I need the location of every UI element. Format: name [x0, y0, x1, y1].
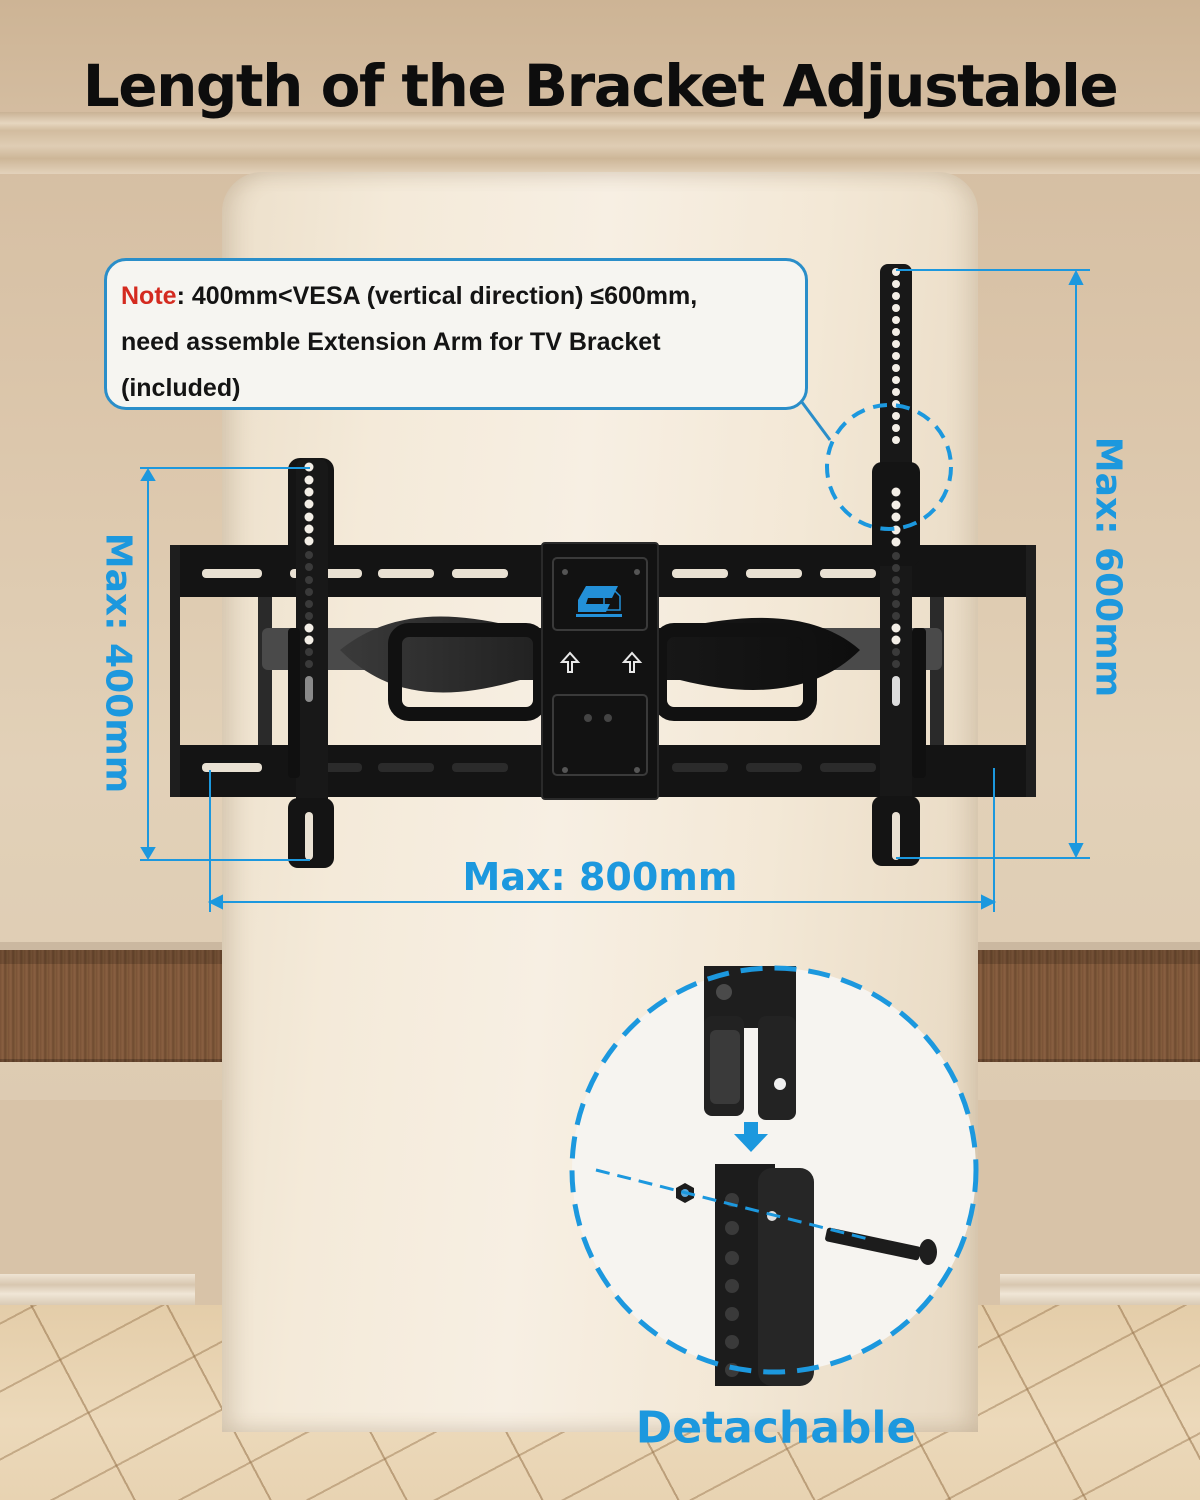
note-line-1: Note: 400mm<VESA (vertical direction) ≤6… — [121, 273, 791, 319]
note-key: Note — [121, 282, 177, 310]
dimension-label-400mm: Max: 400mm — [97, 532, 139, 794]
center-wall-plate — [541, 542, 659, 800]
dimension-label-600mm: Max: 600mm — [1087, 436, 1129, 698]
page-title: Length of the Bracket Adjustable — [82, 52, 1119, 120]
dimension-label-800mm: Max: 800mm — [462, 855, 738, 899]
wood-shelf-right — [978, 942, 1200, 1062]
lower-strap-part — [715, 1164, 814, 1386]
left-vertical-strap — [288, 458, 334, 868]
note-line-3: (included) — [121, 374, 241, 402]
crown-molding — [0, 112, 1200, 174]
up-arrow-icon — [559, 651, 643, 673]
baseboard-left — [0, 1274, 195, 1310]
note-line-2: need assemble Extension Arm for TV Brack… — [121, 328, 661, 356]
detachable-detail — [572, 966, 976, 1386]
note-line-1-text: : 400mm<VESA (vertical direction) ≤600mm… — [176, 282, 698, 310]
wood-shelf-left — [0, 942, 222, 1062]
note-callout: Note: 400mm<VESA (vertical direction) ≤6… — [104, 258, 808, 410]
detachable-label: Detachable — [635, 1402, 917, 1454]
brand-logo-icon — [576, 586, 622, 617]
baseboard-right — [1000, 1274, 1200, 1310]
